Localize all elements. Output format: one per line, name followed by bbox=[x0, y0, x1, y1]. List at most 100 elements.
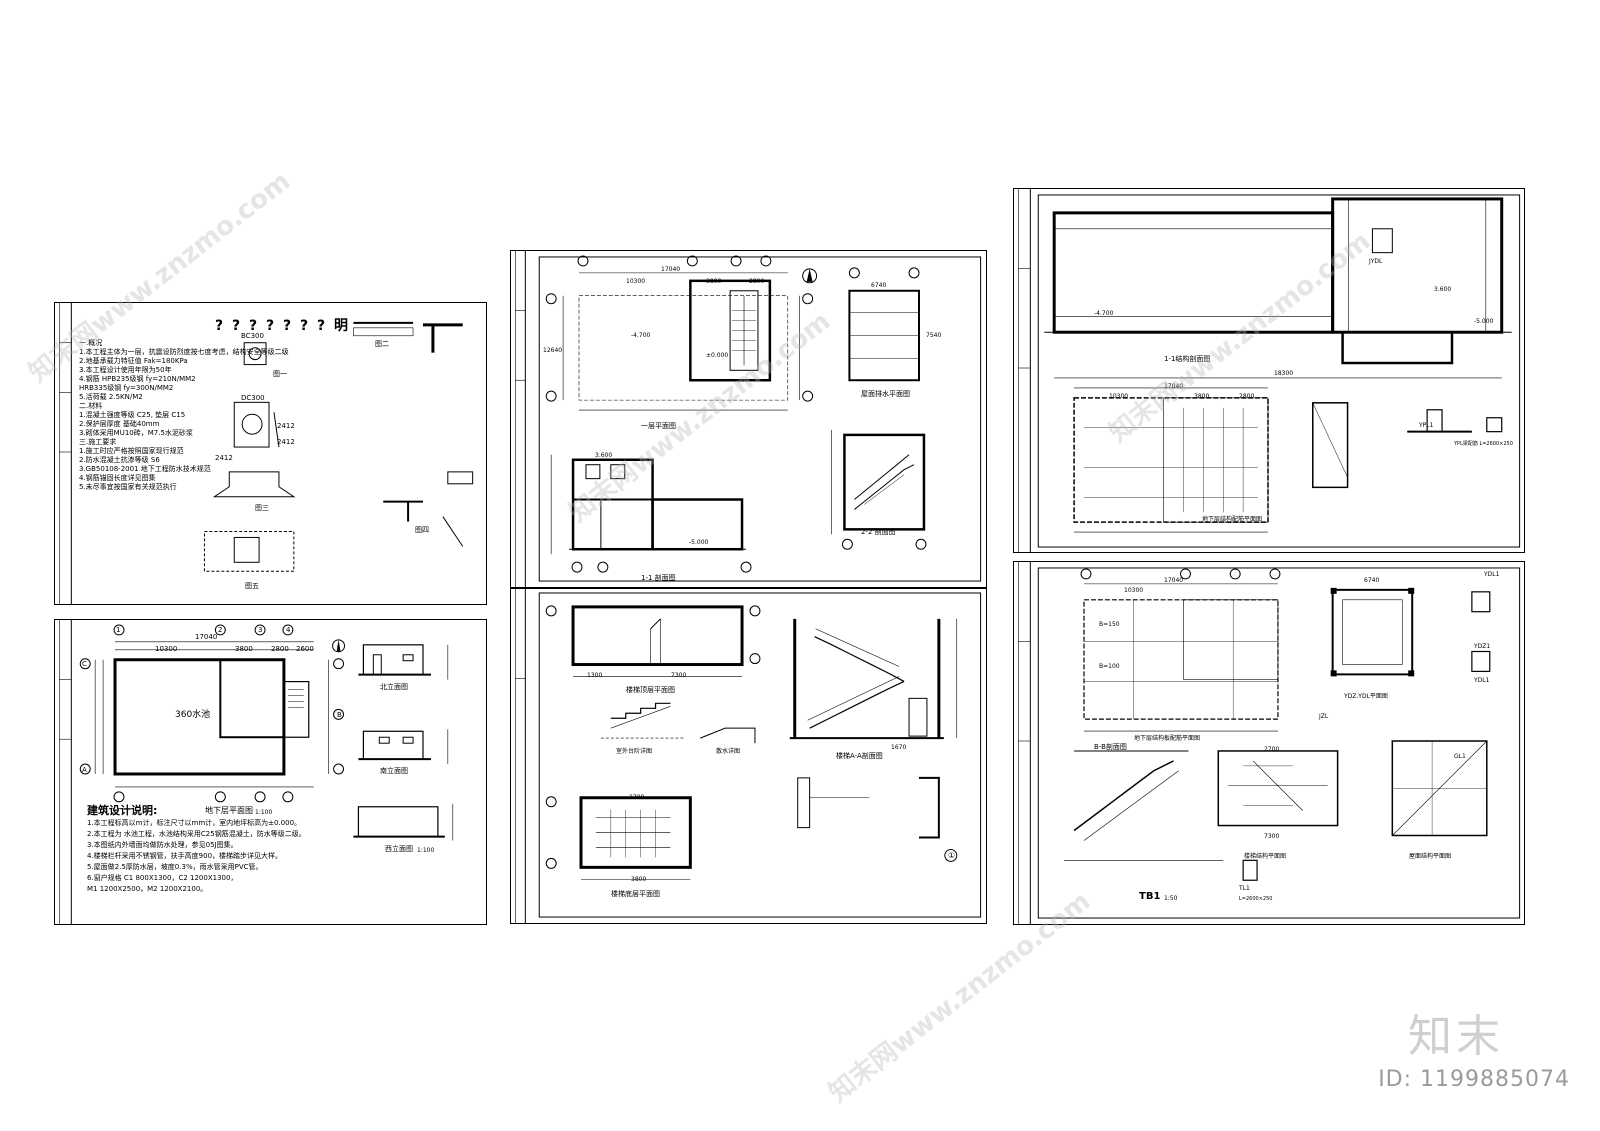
note-line: 4.钢筋锚固长度详见图集 bbox=[79, 474, 156, 482]
tag-bc300: BC300 bbox=[241, 332, 264, 340]
elev-label: 3.600 bbox=[595, 452, 613, 459]
ydl-label: YDL1 bbox=[1474, 677, 1490, 684]
stair-details-drawing bbox=[515, 589, 982, 923]
axis-b: B bbox=[337, 711, 342, 719]
note-line: 3.GB50108-2001 地下工程防水技术规范 bbox=[79, 465, 211, 473]
arch-note: 2.本工程为 水池工程，水池结构采用C25钢筋混凝土，防水等级二级。 bbox=[87, 830, 306, 838]
tag-dc300: DC300 bbox=[241, 394, 265, 402]
tl1-label: TL1 bbox=[1239, 885, 1250, 892]
dim-plan-v: 12640 bbox=[543, 347, 563, 354]
plan-title: 地下层平面图 bbox=[205, 806, 253, 815]
axis-a: A bbox=[82, 766, 87, 774]
jydl-label: JYDL bbox=[1369, 258, 1383, 265]
section-title: 1-1结构剖面图 bbox=[1164, 355, 1211, 363]
elev-label: -4.700 bbox=[631, 332, 651, 339]
elevation-south: 南立面图 bbox=[380, 767, 408, 775]
dim-span: 10300 bbox=[1124, 587, 1144, 594]
slab-thickness: B=100 bbox=[1099, 663, 1120, 670]
dim-plan: 2800 bbox=[1239, 393, 1255, 400]
dim-span: 7300 bbox=[671, 672, 687, 679]
dim-plan: 3800 bbox=[1194, 393, 1210, 400]
dim-roof-v: 7540 bbox=[926, 332, 942, 339]
dim-span: 3800 bbox=[631, 876, 647, 883]
stair-struct-title: 楼梯结构平面图 bbox=[1244, 853, 1287, 860]
plan-sections-drawing bbox=[515, 251, 982, 587]
tb1-scale: 1:50 bbox=[1164, 895, 1178, 902]
ydz-label: YDZ1 bbox=[1474, 643, 1491, 650]
arch-note: M1 1200X2500，M2 1200X2100。 bbox=[87, 885, 208, 893]
tl1-note: L=2600×250 bbox=[1239, 896, 1273, 902]
arch-note: 1.本工程标高以m计，标注尺寸以mm计，室内地坪标高为±0.000。 bbox=[87, 819, 302, 827]
plan-scale: 1:100 bbox=[255, 809, 273, 816]
note-line: 2.保护层厚度 基础40mm bbox=[79, 420, 160, 428]
arch-note: 5.屋面做2.5厚防水层，坡度0.3%，雨水管采用PVC管。 bbox=[87, 863, 263, 871]
section-2-2-title: 2-2 剖面图 bbox=[861, 528, 896, 536]
ypl-note: YPL梁配筋 L=2600×250 bbox=[1454, 441, 1513, 447]
dim-span: 2600 bbox=[296, 645, 314, 653]
dim-stair: 7300 bbox=[1264, 833, 1280, 840]
dim-total: 17040 bbox=[1164, 577, 1184, 584]
note-line: 5.未尽事宜按国家有关规范执行 bbox=[79, 483, 177, 491]
arch-note: 6.窗户规格 C1 800X1300，C2 1200X1300， bbox=[87, 874, 238, 882]
stair-top-title: 楼梯顶层平面图 bbox=[626, 686, 675, 694]
gl1-label: GL1 bbox=[1454, 753, 1466, 760]
note-line: 3.砌体采用MU10砖，M7.5水泥砂浆 bbox=[79, 429, 193, 437]
dim-stair: 2700 bbox=[1264, 746, 1280, 753]
roof-struct-title: 屋面结构平面图 bbox=[1409, 853, 1452, 860]
axis-2: 2 bbox=[218, 626, 223, 634]
dim-span: 2800 bbox=[749, 278, 765, 285]
note-line: 4.钢筋 HPB235级钢 fy=210N/MM2 bbox=[79, 375, 196, 383]
tag-2412: 2412 bbox=[277, 422, 295, 430]
notes-sheet-drawing bbox=[59, 303, 474, 604]
sheet-structural-section: 1-1结构剖面图 JYDL 18300 17040 10300 3800 280… bbox=[1013, 188, 1525, 553]
sheet-plan-sections: 17040 10300 3800 2800 6740 7540 12640 -4… bbox=[510, 250, 987, 588]
detail-marker: ① bbox=[948, 851, 956, 860]
dim-span: 10300 bbox=[626, 278, 646, 285]
note-line: HRB335级钢 fy=300N/MM2 bbox=[79, 384, 174, 392]
stair-plan-title: 楼梯底层平面图 bbox=[611, 890, 660, 898]
dim-span: 3800 bbox=[706, 278, 722, 285]
elevation-scale: 1:100 bbox=[417, 847, 435, 854]
ydz-title: YDZ.YDL平面图 bbox=[1344, 693, 1388, 700]
axis-4: 4 bbox=[286, 626, 291, 634]
tag-fig4: 图四 bbox=[415, 526, 429, 534]
dim-span: 1670 bbox=[891, 744, 907, 751]
sheet-structural-plan: 17040 10300 6740 7300 2700 地下层结构板配筋平面图 Y… bbox=[1013, 561, 1525, 925]
elev-label: ±0.000 bbox=[706, 352, 729, 359]
note-line: 三.施工要求 bbox=[79, 438, 117, 446]
dim-span: 1300 bbox=[587, 672, 603, 679]
tag-2412: 2412 bbox=[277, 438, 295, 446]
arch-notes-title: 建筑设计说明: bbox=[87, 804, 158, 817]
arch-notes: 1.本工程标高以m计，标注尺寸以mm计，室内地坪标高为±0.000。 2.本工程… bbox=[87, 818, 306, 895]
sheet-structural-notes: ? ? ? ? ? ? ? 明 一.概况 1.本工程主体为一层，抗震设防烈度按七… bbox=[54, 302, 487, 605]
brand-watermark: 知末 bbox=[1408, 1011, 1504, 1062]
tag-fig5: 图五 bbox=[245, 582, 259, 590]
arch-sheet-drawing bbox=[59, 620, 454, 924]
note-line: 1.混凝土强度等级 C25, 垫层 C15 bbox=[79, 411, 186, 419]
tag-fig2: 图二 bbox=[375, 340, 389, 348]
bb-title: B-B剖面图 bbox=[1094, 743, 1127, 751]
ypl-label: YPL1 bbox=[1419, 422, 1434, 429]
detail-title: 散水详图 bbox=[716, 748, 741, 755]
note-line: 一.概况 bbox=[79, 339, 103, 347]
note-line: 5.活荷载 2.5KN/M2 bbox=[79, 393, 143, 401]
room-label: 360水池 bbox=[175, 710, 211, 720]
sheet-stair-details: 7300 1300 3800 1670 2700 楼梯顶层平面图 室外台阶详图 … bbox=[510, 588, 987, 924]
image-id: ID: 1199885074 bbox=[1378, 1067, 1570, 1092]
tag-fig3: 图三 bbox=[255, 504, 269, 512]
arch-note: 3.本图纸内外墙面均做防水处理，参见05J图集。 bbox=[87, 841, 238, 849]
dim-total: 17040 bbox=[661, 266, 681, 273]
dim-roof: 6740 bbox=[871, 282, 887, 289]
tag-2412: 2412 bbox=[215, 454, 233, 462]
slab-plan-title: 地下层结构板配筋平面图 bbox=[1134, 735, 1201, 742]
stair-section-title: 楼梯A-A剖面图 bbox=[836, 752, 883, 760]
elevation-north: 北立面图 bbox=[380, 683, 408, 691]
jzl-label: JZL bbox=[1319, 713, 1329, 720]
dim-span: 3800 bbox=[235, 645, 253, 653]
notes-body: 一.概况 1.本工程主体为一层，抗震设防烈度按七度考虑，结构安全等级二级 2.地… bbox=[79, 339, 289, 492]
dim-total: 18300 bbox=[1274, 370, 1294, 377]
notes-title: ? ? ? ? ? ? ? 明 bbox=[215, 318, 350, 334]
section-1-1-title: 1-1 剖面图 bbox=[641, 574, 676, 582]
note-line: 2.地基承载力特征值 Fak=180KPa bbox=[79, 357, 188, 365]
note-line: 3.本工程设计使用年限为50年 bbox=[79, 366, 172, 374]
